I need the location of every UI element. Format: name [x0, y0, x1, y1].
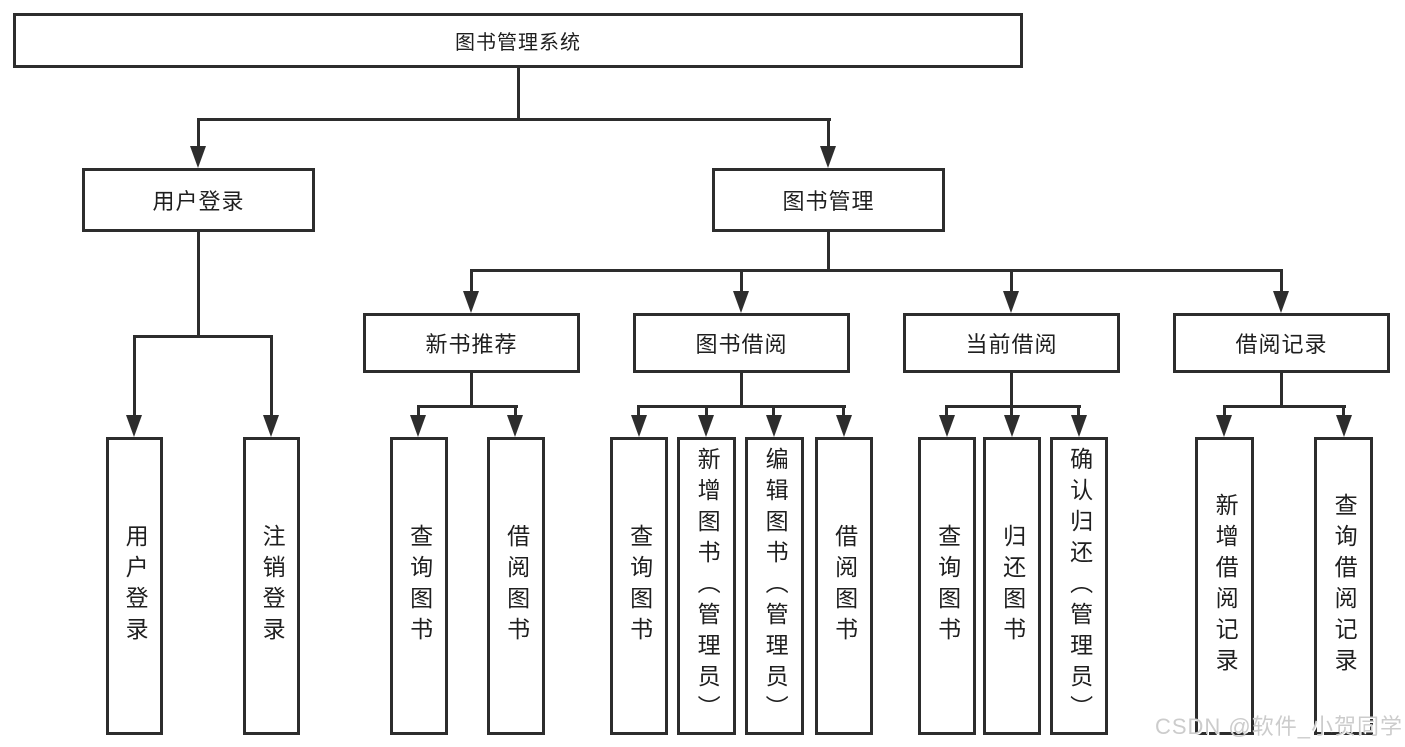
connector-book-borrow-drop-3: [772, 405, 775, 417]
node-new-book-recommend-label: 新书推荐: [425, 332, 518, 357]
node-borrow-record: 借阅记录: [1173, 313, 1390, 373]
csdn-watermark: CSDN @软件_小贺同学: [1154, 714, 1403, 739]
leaf-user-login-label: 用户登录: [122, 524, 149, 648]
node-current-borrow-label: 当前借阅: [965, 332, 1058, 357]
leaf-current-return-label: 归还图书: [999, 524, 1026, 648]
leaf-borrow-edit-book-admin: 编辑图书（管理员）: [745, 437, 804, 735]
leaf-borrow-query: 查询图书: [610, 437, 668, 735]
leaf-borrow-add-book-admin: 新增图书（管理员）: [677, 437, 736, 735]
leaf-logout: 注销登录: [243, 437, 300, 735]
arrowhead-icon: [1336, 415, 1352, 437]
connector-current-borrow-drop-3: [1077, 405, 1080, 417]
connector-book-mgmt-stem: [827, 232, 830, 272]
leaf-current-confirm-return-admin: 确认归还（管理员）: [1050, 437, 1108, 735]
leaf-borrow-edit-book-admin-label: 编辑图书（管理员）: [762, 446, 789, 726]
leaf-user-login: 用户登录: [106, 437, 163, 735]
connector-root-stem: [517, 68, 520, 120]
node-root: 图书管理系统: [13, 13, 1023, 68]
leaf-borrow-query-label: 查询图书: [626, 524, 653, 648]
arrowhead-icon: [766, 415, 782, 437]
connector-book-mgmt-drop-3: [1010, 269, 1013, 295]
connector-user-login-hbar: [133, 335, 273, 338]
connector-book-borrow-drop-1: [637, 405, 640, 417]
connector-user-login-stem: [197, 232, 200, 338]
arrowhead-icon: [939, 415, 955, 437]
connector-borrow-record-hbar: [1223, 405, 1346, 408]
arrowhead-icon: [463, 291, 479, 313]
connector-new-book-drop-2: [514, 405, 517, 417]
node-book-management: 图书管理: [712, 168, 945, 232]
leaf-record-query: 查询借阅记录: [1314, 437, 1373, 735]
leaf-newbook-borrow-label: 借阅图书: [503, 524, 530, 648]
node-borrow-record-label: 借阅记录: [1235, 332, 1328, 357]
leaf-logout-label: 注销登录: [259, 524, 286, 648]
arrowhead-icon: [836, 415, 852, 437]
leaf-current-query: 查询图书: [918, 437, 976, 735]
connector-user-login-drop-1: [133, 335, 136, 417]
arrowhead-icon: [190, 146, 206, 168]
connector-new-book-hbar: [417, 405, 518, 408]
connector-book-borrow-stem: [740, 373, 743, 407]
connector-current-borrow-drop-2: [1010, 405, 1013, 417]
node-new-book-recommend: 新书推荐: [363, 313, 580, 373]
arrowhead-icon: [1273, 291, 1289, 313]
leaf-borrow-borrow-book: 借阅图书: [815, 437, 873, 735]
node-book-management-label: 图书管理: [782, 189, 875, 214]
connector-borrow-record-drop-1: [1223, 405, 1226, 417]
connector-new-book-stem: [470, 373, 473, 407]
arrowhead-icon: [263, 415, 279, 437]
arrowhead-icon: [631, 415, 647, 437]
connector-root-to-user-login: [197, 118, 200, 150]
connector-root-hbar: [197, 118, 831, 121]
arrowhead-icon: [698, 415, 714, 437]
connector-current-borrow-stem: [1010, 373, 1013, 407]
connector-book-mgmt-drop-2: [740, 269, 743, 295]
connector-current-borrow-drop-1: [945, 405, 948, 417]
arrowhead-icon: [1071, 415, 1087, 437]
node-user-login: 用户登录: [82, 168, 315, 232]
connector-book-borrow-drop-2: [705, 405, 708, 417]
arrowhead-icon: [1004, 415, 1020, 437]
node-book-borrow: 图书借阅: [633, 313, 850, 373]
leaf-current-confirm-return-admin-label: 确认归还（管理员）: [1066, 446, 1093, 726]
leaf-borrow-add-book-admin-label: 新增图书（管理员）: [694, 446, 721, 726]
connector-book-mgmt-hbar: [470, 269, 1283, 272]
node-user-login-label: 用户登录: [152, 189, 245, 214]
connector-current-borrow-hbar: [945, 405, 1081, 408]
arrowhead-icon: [507, 415, 523, 437]
leaf-current-return: 归还图书: [983, 437, 1041, 735]
arrowhead-icon: [1216, 415, 1232, 437]
connector-user-login-drop-2: [270, 335, 273, 417]
arrowhead-icon: [126, 415, 142, 437]
connector-book-mgmt-drop-4: [1280, 269, 1283, 295]
arrowhead-icon: [410, 415, 426, 437]
leaf-newbook-query: 查询图书: [390, 437, 448, 735]
leaf-record-add-label: 新增借阅记录: [1212, 493, 1239, 679]
node-book-borrow-label: 图书借阅: [695, 332, 788, 357]
leaf-record-add: 新增借阅记录: [1195, 437, 1254, 735]
connector-borrow-record-stem: [1280, 373, 1283, 407]
arrowhead-icon: [733, 291, 749, 313]
connector-book-mgmt-drop-1: [470, 269, 473, 295]
node-current-borrow: 当前借阅: [903, 313, 1120, 373]
connector-new-book-drop-1: [417, 405, 420, 417]
leaf-current-query-label: 查询图书: [934, 524, 961, 648]
connector-book-borrow-drop-4: [842, 405, 845, 417]
leaf-record-query-label: 查询借阅记录: [1331, 493, 1358, 679]
leaf-newbook-borrow: 借阅图书: [487, 437, 545, 735]
arrowhead-icon: [820, 146, 836, 168]
leaf-borrow-borrow-book-label: 借阅图书: [831, 524, 858, 648]
connector-root-to-book-management: [827, 118, 830, 150]
connector-borrow-record-drop-2: [1342, 405, 1345, 417]
connector-book-borrow-hbar: [637, 405, 846, 408]
node-root-label: 图书管理系统: [455, 32, 581, 54]
leaf-newbook-query-label: 查询图书: [406, 524, 433, 648]
arrowhead-icon: [1003, 291, 1019, 313]
